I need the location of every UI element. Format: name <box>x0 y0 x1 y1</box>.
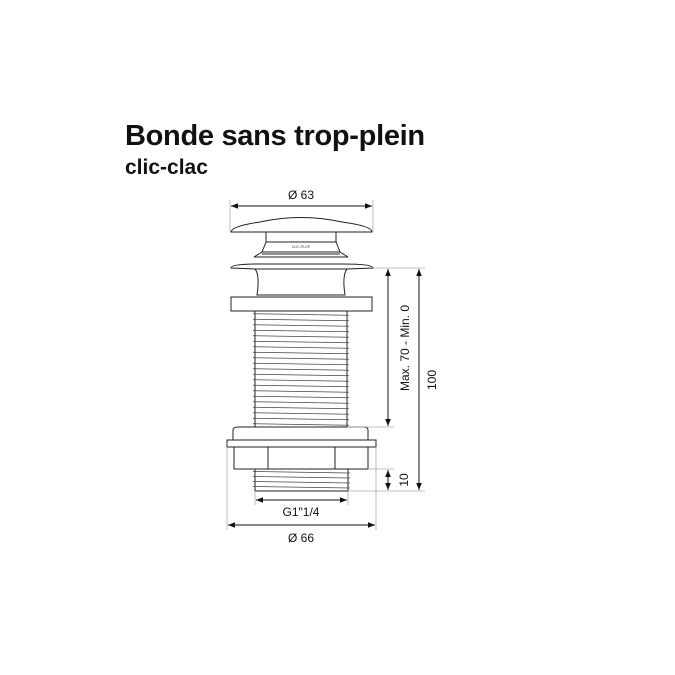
stem-collar <box>261 241 341 253</box>
thread-line <box>252 313 350 316</box>
adjustable-height-label: Max. 70 - Min. 0 <box>398 305 412 391</box>
thread-line <box>252 476 351 479</box>
cap-diameter-label: Ø 63 <box>288 188 314 202</box>
thread-line <box>252 471 351 474</box>
thread-line <box>252 390 350 393</box>
thread-line <box>252 412 350 415</box>
thread-line <box>252 401 350 404</box>
lower-flange <box>226 439 377 448</box>
thread-line <box>252 423 350 426</box>
thread-line <box>252 362 350 366</box>
cap <box>230 217 373 233</box>
thread-line <box>252 357 350 360</box>
bottom-thread-lines <box>252 471 351 489</box>
thread-line <box>252 318 350 322</box>
total-height-label: 100 <box>425 370 439 390</box>
thread-line <box>252 406 350 410</box>
lower-cap <box>232 426 369 440</box>
thread-line <box>252 340 350 344</box>
thread-line <box>252 481 351 484</box>
thread-line <box>252 373 350 377</box>
thread-label: G1"1/4 <box>283 505 320 519</box>
drain-body <box>226 217 377 492</box>
thread-line <box>252 329 350 333</box>
thread-line <box>252 395 350 399</box>
thread-line <box>252 346 350 349</box>
thread-line <box>252 368 350 371</box>
extension-lines <box>226 200 425 530</box>
thread-line <box>252 324 350 327</box>
product-subtitle: clic-clac <box>125 156 208 179</box>
thread-line <box>252 417 350 421</box>
stem <box>265 231 337 243</box>
top-nut <box>230 296 373 312</box>
thread-length-label: 10 <box>397 473 411 487</box>
stem-lip <box>253 251 349 258</box>
product-title: Bonde sans trop-plein <box>125 120 425 152</box>
thread-line <box>252 384 350 388</box>
dimension-arrows <box>228 203 422 528</box>
thread-line <box>252 486 351 489</box>
thread-line <box>252 351 350 355</box>
thread-line <box>252 335 350 338</box>
logo: CLIC-PLOP <box>292 245 311 249</box>
thread-lines <box>252 313 350 426</box>
base-diameter-label: Ø 66 <box>288 531 314 545</box>
hex-nut <box>233 446 369 470</box>
bottom-thread <box>254 468 349 492</box>
thread-line <box>252 379 350 382</box>
